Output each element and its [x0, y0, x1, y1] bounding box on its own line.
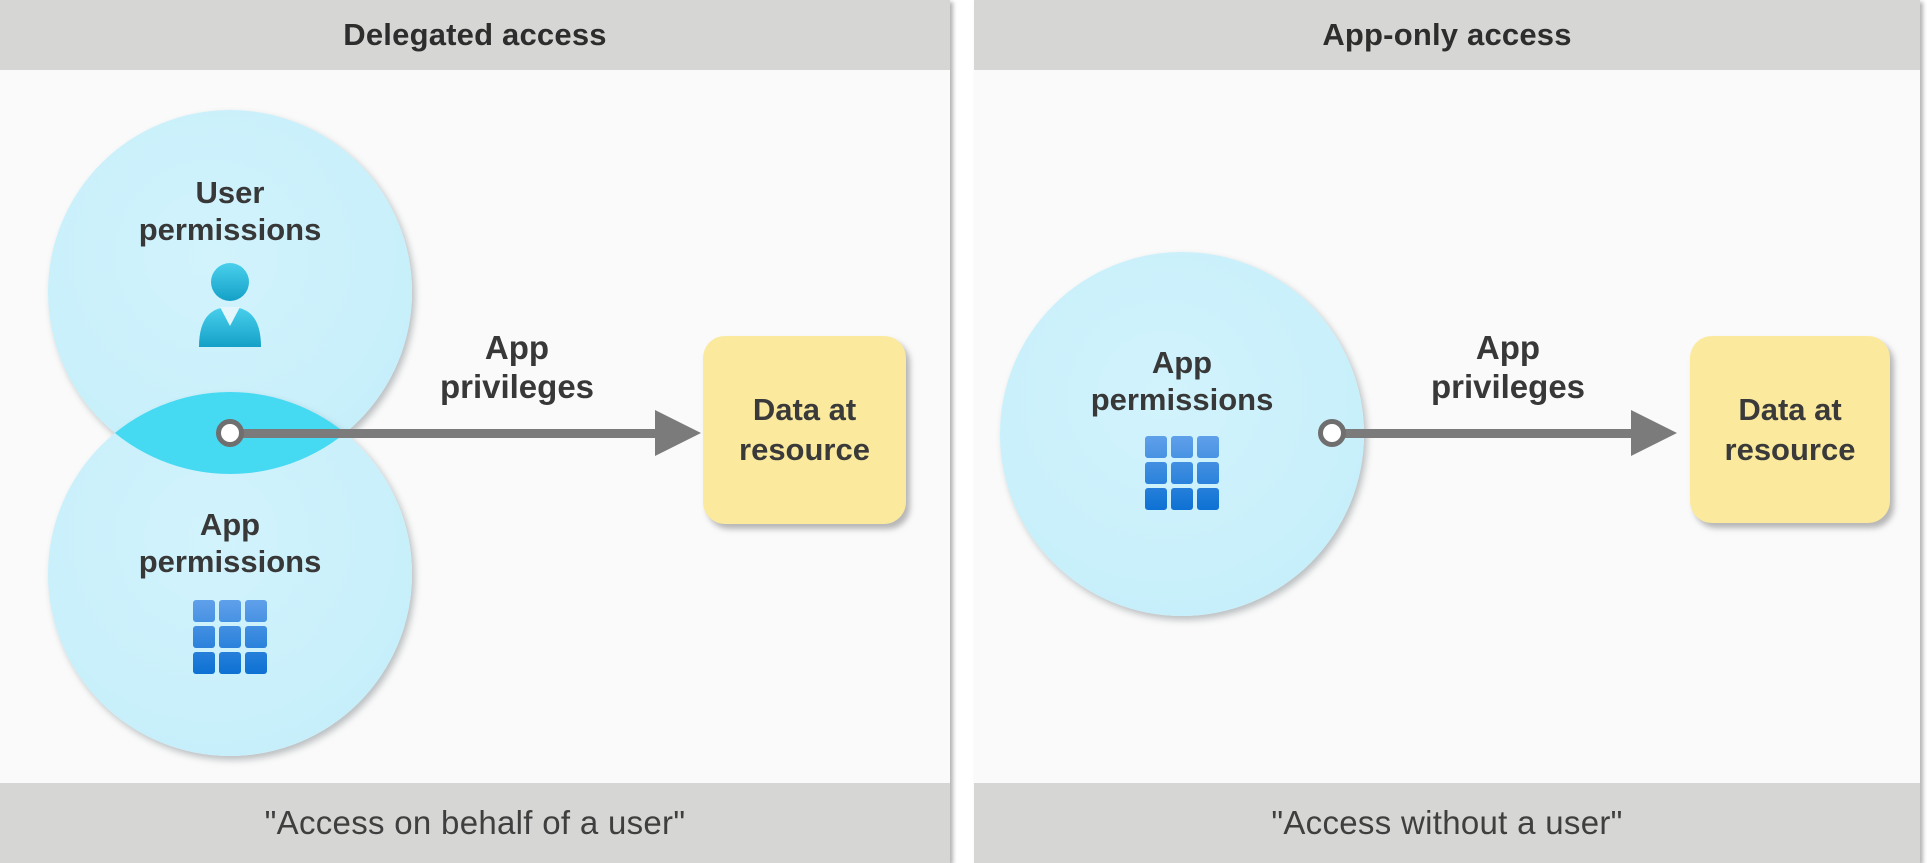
panel-caption-app-only: "Access without a user": [974, 783, 1920, 863]
app-privileges-arrow-shaft: [1344, 429, 1633, 438]
label-line: privileges: [439, 368, 595, 405]
app-privileges-arrow-shaft: [240, 429, 657, 438]
label-line: App: [1151, 345, 1213, 380]
app-permissions-label: App permissions: [1091, 344, 1274, 418]
label-line: App: [199, 507, 261, 542]
app-permissions-circle: App permissions: [1000, 252, 1364, 616]
label-line: Data at: [752, 392, 857, 427]
label-line: privileges: [1430, 368, 1586, 405]
label-line: Data at: [1738, 391, 1842, 427]
label-line: resource: [1724, 431, 1856, 467]
panel-body-delegated: User permissions: [0, 70, 950, 783]
app-privileges-label: App privileges: [377, 328, 657, 406]
panel-caption-delegated: "Access on behalf of a user": [0, 783, 950, 863]
panel-delegated-access: Delegated access User permissions: [0, 0, 950, 863]
app-grid-icon: [193, 600, 267, 674]
label-line: permissions: [1090, 382, 1274, 417]
arrow-origin-dot: [1318, 419, 1346, 447]
data-at-resource-box: Data at resource: [1690, 336, 1890, 523]
user-permissions-label: User permissions: [139, 174, 322, 248]
label-line: User: [195, 175, 265, 210]
label-line: permissions: [138, 544, 322, 579]
app-grid-icon: [1145, 436, 1219, 510]
label-line: permissions: [138, 212, 322, 247]
app-permissions-label: App permissions: [139, 506, 322, 580]
panel-title-app-only: App-only access: [974, 0, 1920, 70]
app-privileges-arrow-head: [1631, 410, 1677, 456]
app-privileges-arrow-head: [655, 410, 701, 456]
label-line: App: [1475, 329, 1541, 366]
data-at-resource-box: Data at resource: [703, 336, 906, 524]
label-line: resource: [739, 432, 870, 467]
panel-app-only-access: App-only access App permissions: [974, 0, 1920, 863]
panel-body-app-only: App permissions: [974, 70, 1920, 783]
app-permissions-content: App permissions: [1000, 344, 1364, 510]
arrow-origin-dot: [216, 419, 244, 447]
app-privileges-label: App privileges: [1368, 328, 1648, 406]
label-line: App: [484, 329, 550, 366]
person-icon: [199, 263, 261, 347]
panel-title-delegated: Delegated access: [0, 0, 950, 70]
user-permissions-content: User permissions: [48, 174, 412, 347]
app-permissions-content: App permissions: [48, 506, 412, 674]
